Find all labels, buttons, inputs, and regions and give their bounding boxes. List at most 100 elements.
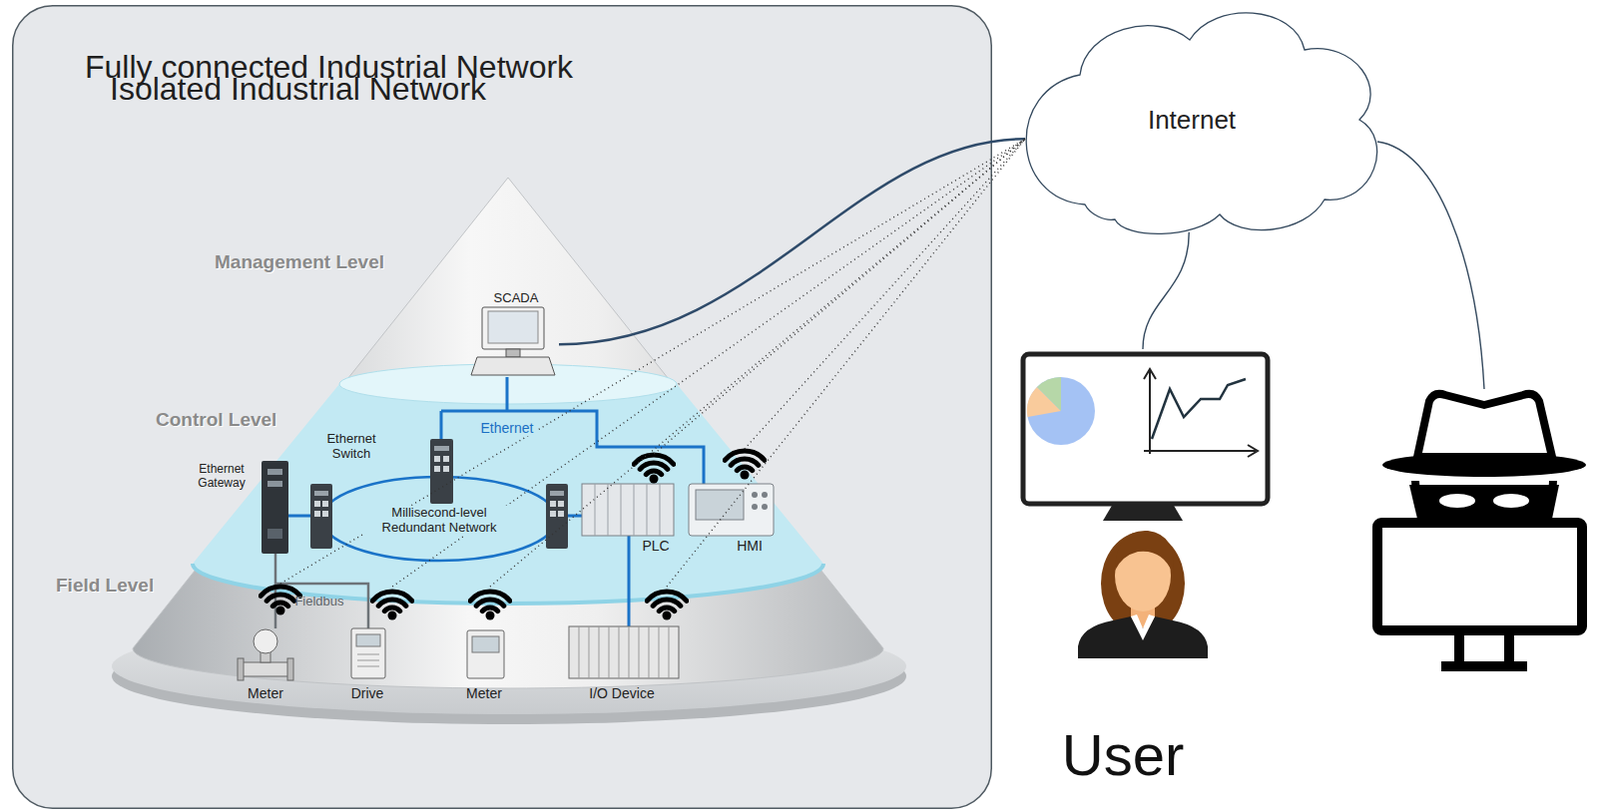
device-label: Meter	[247, 685, 284, 702]
scada-computer	[506, 349, 521, 358]
dashboard-monitor	[1151, 379, 1246, 440]
wireless-symbol	[260, 451, 765, 620]
ethernet-switch	[322, 511, 329, 518]
io-rack	[578, 626, 669, 679]
dashboard-monitor	[1023, 354, 1268, 505]
pyramid-body	[132, 177, 884, 689]
user-avatar	[1114, 531, 1174, 574]
fieldbus-wire	[275, 553, 369, 629]
device-label: Meter	[466, 685, 503, 702]
hacker-icon	[1382, 453, 1587, 478]
io-rack	[568, 626, 679, 679]
panel-meter	[467, 630, 505, 679]
network-label: Ethernet	[478, 420, 537, 437]
cloud-shape	[1026, 12, 1377, 235]
user-avatar	[1130, 614, 1155, 641]
drive-unit	[357, 654, 380, 667]
plc-unit: PLC	[603, 454, 709, 555]
flow-meter	[253, 629, 278, 654]
ethernet-switch	[314, 511, 321, 518]
ethernet-gateway	[261, 461, 289, 554]
user-label: User	[1062, 722, 1184, 790]
ethernet-switch	[557, 511, 564, 518]
ethernet-switch	[434, 466, 441, 473]
meter-device: Meter	[454, 586, 515, 703]
drive-unit	[356, 634, 381, 647]
user-avatar	[1077, 531, 1208, 659]
io-rack	[568, 626, 679, 679]
cloud-label: Internet	[1147, 105, 1236, 136]
wireless-symbol	[724, 451, 765, 480]
hacker-icon	[1377, 394, 1587, 667]
drive-unit	[351, 628, 386, 679]
region-title: Isolated Industrial Network	[109, 70, 487, 108]
level-label: Management Level	[214, 251, 385, 274]
hmi-terminal	[751, 504, 758, 511]
panel-meter	[467, 630, 505, 679]
ethernet-wire	[288, 377, 704, 627]
region-outline	[12, 5, 993, 810]
hmi-terminal	[688, 484, 774, 536]
hmi-panel: HMI	[698, 449, 801, 555]
device-label: Ethernet Switch	[315, 432, 388, 463]
io-device: I/O Device	[573, 586, 674, 703]
drive-unit	[351, 628, 386, 679]
ethernet-gateway	[261, 461, 289, 554]
ethernet-switch	[545, 484, 568, 549]
bus-label: Fieldbus	[294, 594, 344, 610]
panel-meter	[472, 636, 500, 653]
hmi-terminal	[751, 492, 758, 499]
internet-cloud: Internet	[1025, 0, 1390, 240]
hacker-icon	[1441, 635, 1528, 667]
wireless-symbol	[646, 591, 687, 620]
wireless-symbol	[470, 591, 511, 620]
ethernet-switch	[314, 501, 321, 508]
scada-computer	[482, 307, 544, 350]
device-label: HMI	[736, 537, 763, 554]
ethernet-switch	[443, 456, 450, 463]
region-outline	[11, 4, 993, 810]
hmi-terminal	[761, 492, 768, 499]
wireless-symbol	[260, 586, 301, 615]
scada-computer	[488, 311, 538, 344]
ethernet-switch	[443, 466, 450, 473]
dashboard-monitor	[1027, 377, 1095, 446]
wireless-symbol	[372, 591, 413, 620]
ethernet-switch	[549, 511, 556, 518]
fieldbus-wire	[275, 553, 369, 629]
ethernet-switch	[430, 439, 454, 505]
ethernet-gateway	[267, 529, 283, 539]
hacker-icon	[1493, 494, 1530, 509]
user-station: User	[988, 349, 1258, 794]
pyramid-body	[132, 177, 884, 689]
ethernet-switch	[310, 484, 333, 549]
level-label: Control Level	[155, 409, 277, 432]
dashboard-monitor	[1023, 354, 1268, 522]
scada-computer	[471, 357, 555, 376]
device-label: PLC	[641, 537, 669, 554]
ethernet-switch	[557, 501, 564, 508]
dashboard-monitor	[1037, 377, 1062, 412]
hacker-link	[1377, 141, 1485, 390]
ethernet-switch	[549, 501, 556, 508]
network-link	[558, 138, 1026, 345]
network-link	[490, 138, 1026, 587]
network-region: Fully connected Industrial NetworkIsolat…	[11, 4, 993, 810]
hmi-terminal	[761, 504, 768, 511]
drive-device: Drive	[337, 586, 398, 703]
ethernet-switch	[434, 446, 450, 452]
hacker-icon	[1417, 394, 1553, 458]
flow-meter	[241, 662, 290, 677]
plc-rack	[581, 484, 674, 536]
level-label: Field Level	[55, 574, 154, 597]
ethernet-switch	[322, 501, 329, 508]
device-label: Drive	[351, 685, 385, 702]
flow-meter	[237, 629, 294, 681]
hacker-icon	[1439, 494, 1476, 509]
ethernet-wire	[288, 377, 704, 627]
plc-rack	[581, 484, 674, 536]
hmi-terminal	[688, 484, 774, 536]
wireless-symbol	[633, 455, 674, 484]
scada-station: SCADA	[473, 289, 559, 382]
